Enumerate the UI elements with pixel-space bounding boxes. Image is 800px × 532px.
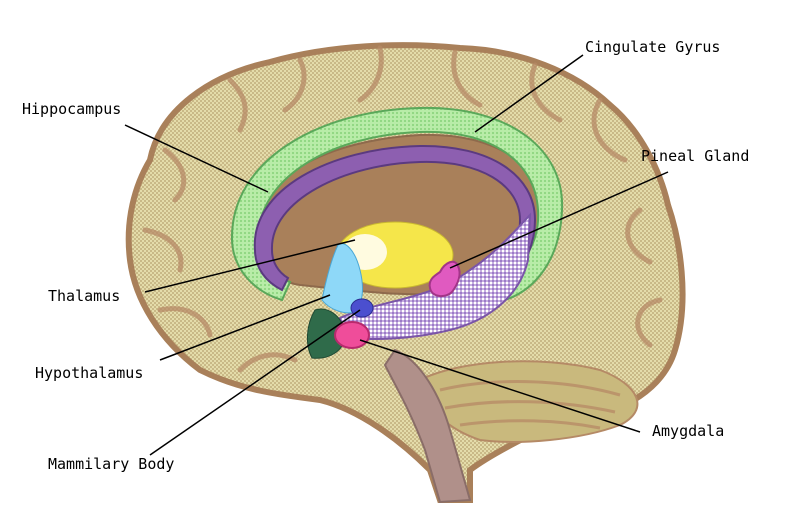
leader-line-amygdala (359, 339, 641, 433)
label-cingulate-gyrus: Cingulate Gyrus (585, 38, 721, 56)
label-pineal-gland: Pineal Gland (641, 147, 750, 165)
amygdala-shape (334, 321, 370, 349)
cerebellum-folds (439, 380, 621, 430)
leader-line-mammilary (149, 309, 361, 456)
label-hippocampus: Hippocampus (22, 100, 122, 118)
gyrus-folds (142, 45, 663, 373)
leader-line-hypothalamus (159, 294, 331, 361)
leader-line-pineal (449, 171, 669, 269)
label-mammilary-body: Mammilary Body (48, 455, 175, 473)
label-thalamus: Thalamus (48, 287, 121, 305)
fornix (338, 212, 532, 341)
label-amygdala: Amygdala (652, 422, 725, 440)
leader-line-cingulate (474, 54, 584, 133)
leader-lines (124, 54, 669, 456)
label-hypothalamus: Hypothalamus (35, 364, 144, 382)
leader-line-hippocampus (124, 124, 269, 193)
pineal-gland-shape (428, 260, 461, 298)
brainstem (383, 348, 472, 504)
leader-line-thalamus (144, 239, 356, 293)
